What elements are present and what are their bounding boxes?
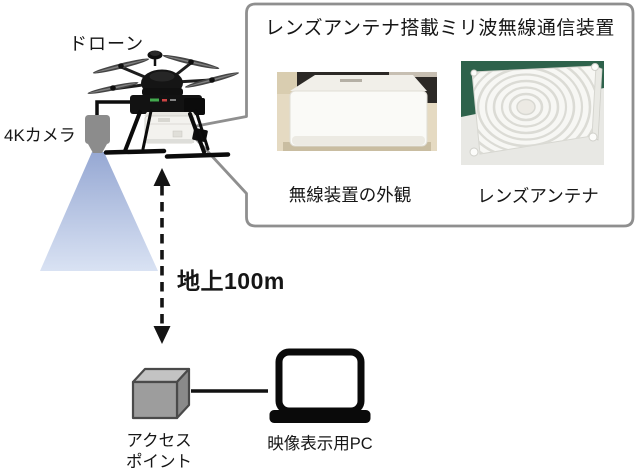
lens-antenna-caption: レンズアンテナ (477, 186, 599, 206)
access-point-label-line1: アクセス (126, 432, 192, 450)
callout-title: レンズアンテナ搭載ミリ波無線通信装置 (265, 18, 615, 39)
access-point-cube (131, 367, 191, 420)
lens-antenna-photo (461, 61, 604, 165)
altitude-arrow (153, 168, 171, 344)
drone-label: ドローン (69, 34, 145, 54)
altitude-label: 地上100m (177, 268, 285, 294)
camera-icon (85, 115, 110, 153)
drone-illustration (87, 50, 240, 159)
landing-gear (103, 109, 231, 159)
wireless-device-photo (277, 72, 437, 151)
propellers (87, 55, 240, 94)
camera-label: 4Kカメラ (4, 126, 76, 145)
access-point-label-line2: ポイント (126, 453, 192, 471)
wireless-device-caption: 無線装置の外観 (288, 185, 412, 205)
access-point-label: アクセス ポイント (109, 431, 209, 473)
pc-label: 映像表示用PC (267, 435, 373, 453)
arrow-up-head (153, 168, 171, 186)
laptop-icon (269, 348, 371, 423)
arrow-down-head (153, 326, 171, 344)
drone-payload (144, 112, 196, 144)
camera-view-cone (40, 152, 158, 271)
camera-cable (95, 100, 136, 116)
